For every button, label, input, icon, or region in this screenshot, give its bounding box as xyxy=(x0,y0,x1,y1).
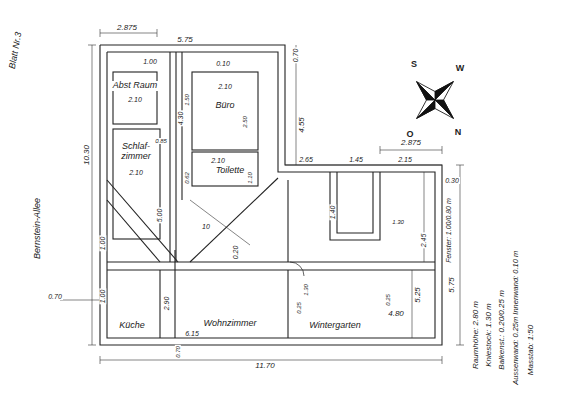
dimension-label: 4.30 xyxy=(178,110,185,126)
dimension-label: 2.50 xyxy=(242,115,248,129)
dimension-label: 1.00 xyxy=(100,288,107,304)
note-text: Raumhöhe: 2.80 m xyxy=(472,300,480,370)
dimension-label: 1.10 xyxy=(247,171,253,185)
room-label-box: Küche xyxy=(118,321,146,331)
dimension-label: 1.30 xyxy=(391,219,405,225)
dimension-label: 1.40 xyxy=(330,204,337,220)
dimension-label: Bernstein-Allee xyxy=(34,196,43,259)
dimension-label: 2.10 xyxy=(127,96,143,103)
compass-letter: N xyxy=(454,128,463,137)
dimension-label: 2.90 xyxy=(164,295,171,311)
dimension-label: 1.30 xyxy=(303,283,309,297)
dimension-label: Fenster: 1.00/0.80 m xyxy=(445,197,452,264)
dimension-label: 1.00 xyxy=(142,58,158,65)
dimension-label: 0.10 xyxy=(215,60,231,67)
dimension-label: 0.25 xyxy=(385,293,391,307)
note-text: Aussenwand: 0.25m Innenwand: 0.10 m xyxy=(512,250,520,386)
dimension-label: 2.875 xyxy=(400,139,422,147)
dimension-label: 2.65 xyxy=(298,156,314,163)
note-text: Masstab: 1:50 xyxy=(527,324,535,376)
dimension-label: 5.75 xyxy=(176,36,194,44)
dimension-label: 1.00 xyxy=(100,235,107,251)
note-text: Kniestock: 1.30 m xyxy=(485,302,493,368)
compass-letter: O xyxy=(405,130,414,139)
dimension-label: 2.10 xyxy=(128,169,144,176)
dimension-label: 0.70 xyxy=(47,293,63,300)
dimension-label: 0.85 xyxy=(154,138,168,144)
dimension-label: 0.62 xyxy=(184,171,190,185)
dimension-label: 0.25 xyxy=(296,301,302,315)
room-name: Schlaf- zimmer xyxy=(116,142,156,162)
dimension-label: 1.50 xyxy=(184,93,190,107)
dimension-label: 0.70 xyxy=(293,47,300,63)
note-text: Balkenst.: 0.20/0.25 m xyxy=(498,289,506,371)
room-label-box: Schlaf- zimmer xyxy=(116,142,156,162)
room-name: Toilette xyxy=(215,166,246,176)
room-name: Küche xyxy=(118,321,146,331)
dimension-label: 6.15 xyxy=(184,330,200,337)
dimension-label: 0.20 xyxy=(233,244,240,260)
room-label-box: Wohnzimmer xyxy=(202,319,257,329)
room-name: Wohnzimmer xyxy=(202,319,257,329)
room-label-box: Wintergarten xyxy=(308,321,361,331)
room-label-box: Büro xyxy=(214,101,235,111)
dimension-label: 0.30 xyxy=(444,177,460,184)
room-name: Wintergarten xyxy=(308,321,361,331)
dimension-label: 4.55 xyxy=(298,116,306,134)
dimension-label: 2.10 xyxy=(210,157,226,164)
dimension-label: 5.75 xyxy=(448,276,456,294)
room-name: Büro xyxy=(214,101,235,111)
room-name: Abst Raum xyxy=(112,81,159,91)
dimension-label: 10 xyxy=(201,223,211,230)
dimension-label: 4.80 xyxy=(387,310,405,318)
compass-letter: S xyxy=(410,60,418,69)
room-label-box: Toilette xyxy=(215,166,246,176)
dimension-label: 2.15 xyxy=(397,156,413,163)
dimension-label: 5.25 xyxy=(414,286,422,304)
dimension-label: 2.10 xyxy=(217,83,233,90)
dimension-label: 0.70 xyxy=(175,345,181,359)
dimension-label: 2.45 xyxy=(421,232,428,248)
dimension-label: 11.70 xyxy=(254,362,275,370)
compass-letter: W xyxy=(455,64,466,73)
dimension-label: 2.875 xyxy=(116,24,138,32)
dimension-label: 10.30 xyxy=(83,144,91,166)
dimension-label: Blatt Nr.3 xyxy=(8,30,24,70)
dimension-label: 5.00 xyxy=(157,207,164,223)
dimension-label: 1.45 xyxy=(348,156,364,163)
room-label-box: Abst Raum xyxy=(112,81,159,91)
